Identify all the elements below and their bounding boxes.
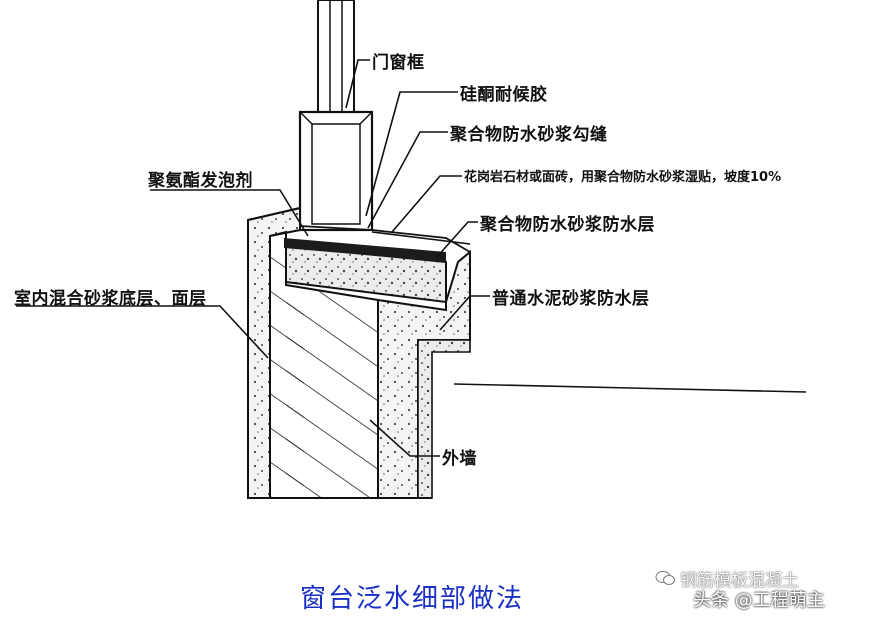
label-pu-foam: 聚氨酯发泡剂 (148, 171, 253, 191)
leader-polymer-layer (435, 221, 478, 259)
label-cement-mortar-layer: 普通水泥砂浆防水层 (492, 289, 650, 309)
wechat-icon (655, 571, 675, 585)
label-granite-tile: 花岗岩石材或面砖，用聚合物防水砂浆湿贴，坡度10% (464, 170, 782, 185)
leader-exterior-wall (369, 419, 440, 457)
label-polymer-mortar-layer: 聚合物防水砂浆防水层 (480, 215, 655, 235)
leader-indoor-mortar (16, 305, 269, 359)
leader-silicone (365, 91, 458, 217)
leader-door-frame (345, 59, 370, 109)
leader-granite (391, 175, 462, 233)
label-door-frame: 门窗框 (372, 53, 425, 73)
label-polymer-mortar-joint: 聚合物防水砂浆勾缝 (450, 125, 608, 145)
door-frame (298, 0, 374, 232)
label-indoor-mortar: 室内混合砂浆底层、面层 (14, 289, 207, 309)
label-exterior-wall: 外墙 (442, 449, 477, 469)
leader-cement-layer (439, 295, 490, 331)
pu-foam-strip (284, 238, 446, 262)
watermark-line1: 钢筋模板混凝土 (680, 571, 799, 591)
watermark-line2: 头条 @工程萌主 (693, 590, 825, 611)
sill-slope-line (371, 231, 807, 393)
leader-polymer-joint (367, 131, 448, 229)
label-silicone-sealant: 硅酮耐候胶 (460, 85, 548, 105)
diagram-caption: 窗台泛水细部做法 (300, 584, 525, 614)
leader-lines (16, 59, 490, 457)
leader-pu-foam (150, 189, 309, 237)
